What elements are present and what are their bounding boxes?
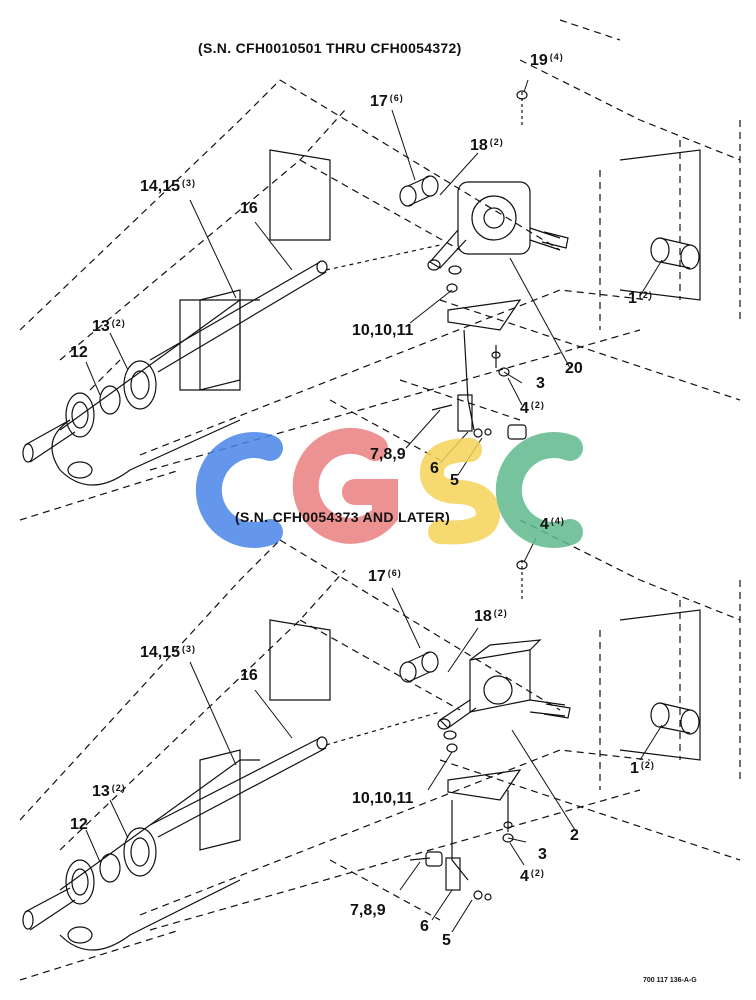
callout-5: 5 bbox=[450, 472, 459, 489]
callout-4-top: 4(4) bbox=[540, 516, 565, 533]
callout-4: 4(2) bbox=[520, 400, 545, 417]
callout-4: 4(2) bbox=[520, 868, 545, 885]
callout-19: 19(4) bbox=[530, 52, 564, 69]
bottom-frame-solid bbox=[59, 609, 701, 951]
callout-12: 12 bbox=[70, 344, 88, 361]
callout-2: 2 bbox=[570, 827, 579, 844]
drawing-part-number: 700 117 136-A-G bbox=[643, 977, 697, 984]
callout-20: 20 bbox=[565, 360, 583, 377]
top-shaft bbox=[149, 244, 441, 373]
callout-13: 13(2) bbox=[92, 318, 126, 335]
callout-14-15: 14,15(3) bbox=[140, 644, 197, 661]
callout-16: 16 bbox=[240, 200, 258, 217]
bottom-gearbox bbox=[437, 639, 571, 730]
callout-5: 5 bbox=[442, 932, 451, 949]
bottom-shaft bbox=[149, 711, 441, 838]
callout-17: 17(6) bbox=[368, 568, 402, 585]
callout-18: 18(2) bbox=[470, 137, 504, 154]
callout-6: 6 bbox=[430, 460, 439, 477]
callout-16: 16 bbox=[240, 667, 258, 684]
callout-3: 3 bbox=[538, 846, 547, 863]
callout-12: 12 bbox=[70, 816, 88, 833]
callout-13: 13(2) bbox=[92, 783, 126, 800]
top-view-title: (S.N. CFH0010501 THRU CFH0054372) bbox=[198, 40, 462, 56]
callout-18: 18(2) bbox=[474, 608, 508, 625]
callout-3: 3 bbox=[536, 375, 545, 392]
top-leaders bbox=[85, 79, 663, 476]
callout-1: 1(2) bbox=[628, 290, 653, 307]
bottom-leaders bbox=[85, 537, 663, 933]
bottom-view-title: (S.N. CFH0054373 AND LATER) bbox=[235, 509, 451, 525]
callout-14-15: 14,15(3) bbox=[140, 178, 197, 195]
callout-6: 6 bbox=[420, 918, 429, 935]
callout-10-10-11: 10,10,11 bbox=[352, 322, 414, 339]
top-gearbox bbox=[427, 181, 569, 271]
callout-1: 1(2) bbox=[630, 760, 655, 777]
cgsc-watermark-logo bbox=[195, 427, 583, 548]
bottom-frame bbox=[19, 519, 741, 981]
callout-7-8-9: 7,8,9 bbox=[350, 902, 386, 919]
callout-7-8-9: 7,8,9 bbox=[370, 446, 406, 463]
callout-17: 17(6) bbox=[370, 93, 404, 110]
callout-10-10-11: 10,10,11 bbox=[352, 790, 414, 807]
